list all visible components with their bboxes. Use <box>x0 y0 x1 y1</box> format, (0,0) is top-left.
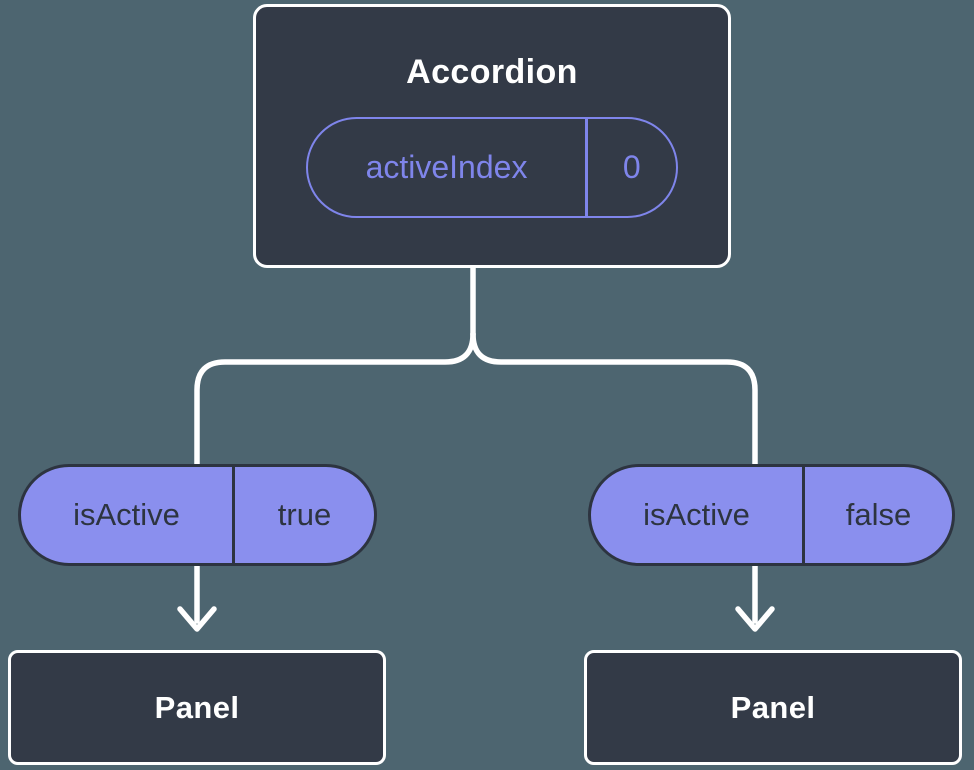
prop-name-label: isActive <box>73 497 180 532</box>
is-active-false-pill: isActive false <box>588 464 955 566</box>
active-index-prop-pill: activeIndex 0 <box>306 117 678 219</box>
prop-value-label: true <box>277 497 332 532</box>
panel-node-title: Panel <box>154 689 240 725</box>
prop-name-label: isActive <box>643 497 750 532</box>
accordion-node: Accordion activeIndex 0 <box>253 4 731 268</box>
pill-divider <box>585 119 588 217</box>
branch-right-line <box>470 331 758 624</box>
branch-left-line <box>194 331 476 624</box>
pill-divider <box>232 467 235 563</box>
arrowhead-down-icon <box>735 606 775 632</box>
pill-divider <box>802 467 805 563</box>
is-active-true-pill: isActive true <box>18 464 377 566</box>
accordion-node-title: Accordion <box>406 53 578 91</box>
panel-node-right: Panel <box>584 650 962 765</box>
prop-value-label: false <box>845 497 912 532</box>
prop-value-label: 0 <box>622 149 641 186</box>
arrowhead-down-icon <box>177 606 217 632</box>
panel-node-title: Panel <box>730 689 816 725</box>
panel-node-left: Panel <box>8 650 386 765</box>
prop-name-label: activeIndex <box>365 149 528 186</box>
